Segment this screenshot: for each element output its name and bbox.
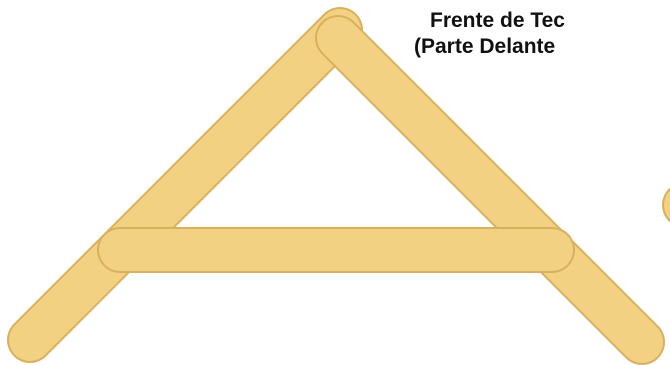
caption-line-1: Frente de Tec <box>430 9 565 32</box>
caption-line-2: (Parte Delante <box>414 34 565 60</box>
right-rafter-stick <box>338 38 642 342</box>
diagram-caption: Frente de Tec (Parte Delante <box>430 8 565 60</box>
left-rafter-stick <box>30 30 340 340</box>
